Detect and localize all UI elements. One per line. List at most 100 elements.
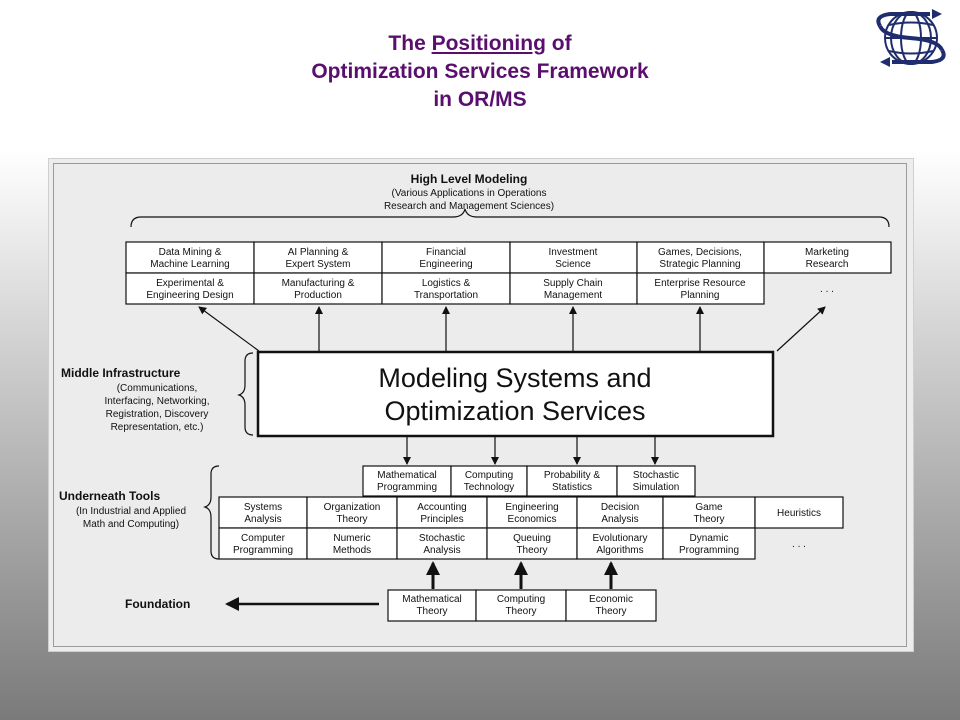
title-line3: in OR/MS: [433, 88, 527, 111]
app-ellipsis: . . .: [820, 284, 834, 295]
app-box: Marketing Research: [763, 241, 892, 274]
tool-line1: Engineering: [505, 502, 558, 513]
tool-box: Decision Analysis: [576, 496, 664, 529]
app-box-line1: Manufacturing &: [282, 278, 355, 289]
tool-line1: Dynamic: [690, 533, 729, 544]
support-box: Mathematical Programming: [362, 465, 452, 497]
middle-heading: Middle Infrastructure: [61, 366, 181, 380]
tool-line2: Analysis: [601, 514, 638, 525]
middle-line: Interfacing, Networking,: [104, 396, 209, 407]
tool-line2: Theory: [336, 514, 367, 525]
middle-line: Registration, Discovery: [106, 409, 209, 420]
tool-line2: Algorithms: [596, 545, 643, 556]
support-line1: Mathematical: [377, 470, 436, 481]
app-box: Enterprise Resource Planning: [636, 272, 765, 305]
core-line2: Optimization Services: [384, 396, 645, 426]
support-line2: Programming: [377, 482, 437, 493]
diagram-canvas: High Level Modeling (Various Application…: [59, 172, 892, 622]
high-level-heading: High Level Modeling: [411, 172, 528, 186]
heuristics-box: Heuristics: [754, 496, 844, 529]
foundation-box: Economic Theory: [565, 589, 657, 622]
app-box: Supply Chain Management: [509, 272, 638, 305]
tools-line: Math and Computing): [83, 519, 179, 530]
tool-box: Accounting Principles: [396, 496, 488, 529]
app-box-line2: Machine Learning: [150, 259, 230, 270]
middle-brace: [237, 352, 254, 436]
app-box-line2: Expert System: [285, 259, 350, 270]
tool-line2: Theory: [516, 545, 547, 556]
foundation-line1: Computing: [497, 594, 545, 605]
app-box-line1: Games, Decisions,: [658, 247, 742, 258]
down-arrows: [403, 437, 659, 465]
slide-title: The Positioning of Optimization Services…: [230, 30, 730, 114]
support-line2: Technology: [464, 482, 515, 493]
tool-line2: Methods: [333, 545, 371, 556]
tool-line1: Decision: [601, 502, 639, 513]
tool-box: Dynamic Programming: [662, 527, 756, 560]
tools-ellipsis: . . .: [792, 539, 806, 550]
tool-box: Evolutionary Algorithms: [576, 527, 664, 560]
globe-logo-icon: [876, 9, 946, 67]
title-line2: Optimization Services Framework: [311, 60, 649, 83]
support-line2: Simulation: [633, 482, 680, 493]
app-box-line1: Experimental &: [156, 278, 224, 289]
core-line1: Modeling Systems and: [378, 363, 651, 393]
tool-line1: Queuing: [513, 533, 551, 544]
app-box-line2: Production: [294, 290, 342, 301]
top-brace: [130, 208, 890, 228]
tool-box: Engineering Economics: [486, 496, 578, 529]
app-box-line1: Investment: [549, 247, 598, 258]
tool-line1: Accounting: [417, 502, 466, 513]
app-box-line2: Research: [806, 259, 849, 270]
app-box: Experimental & Engineering Design: [125, 272, 255, 305]
tool-box: Systems Analysis: [218, 496, 308, 529]
app-box: Investment Science: [509, 241, 638, 274]
foundation-line2: Theory: [416, 606, 447, 617]
foundation-box: Mathematical Theory: [387, 589, 477, 622]
tool-line1: Evolutionary: [592, 533, 647, 544]
tool-line2: Principles: [420, 514, 463, 525]
foundation-row: Mathematical Theory Computing Theory Eco…: [387, 589, 657, 622]
support-box: Stochastic Simulation: [616, 465, 696, 497]
tools-line: (In Industrial and Applied: [76, 506, 186, 517]
app-box-line1: AI Planning &: [288, 247, 349, 258]
tools-row-2: Computer Programming Numeric Methods Sto…: [218, 527, 806, 560]
tool-line1: Numeric: [333, 533, 370, 544]
tool-line2: Programming: [233, 545, 293, 556]
app-box-line2: Science: [555, 259, 591, 270]
foundation-up-arrows: [426, 561, 618, 589]
foundation-line1: Economic: [589, 594, 633, 605]
tool-line2: Economics: [508, 514, 557, 525]
app-box: Games, Decisions, Strategic Planning: [636, 241, 765, 274]
middle-line: Representation, etc.): [111, 422, 204, 433]
support-box: Probability & Statistics: [526, 465, 618, 497]
app-box-line2: Engineering: [419, 259, 472, 270]
application-row-2: Experimental & Engineering Design Manufa…: [125, 272, 834, 305]
app-box-line1: Enterprise Resource: [654, 278, 746, 289]
app-box-line2: Planning: [681, 290, 720, 301]
support-row: Mathematical Programming Computing Techn…: [362, 465, 696, 497]
app-box: Data Mining & Machine Learning: [125, 241, 255, 274]
heuristics-label: Heuristics: [777, 508, 821, 519]
support-box: Computing Technology: [450, 465, 528, 497]
app-box: Financial Engineering: [381, 241, 511, 274]
app-box-line1: Logistics &: [422, 278, 471, 289]
tool-line1: Computer: [241, 533, 286, 544]
app-box-line1: Supply Chain: [543, 278, 602, 289]
foundation-box: Computing Theory: [475, 589, 567, 622]
app-box-line1: Financial: [426, 247, 466, 258]
support-line1: Computing: [465, 470, 513, 481]
app-box-line1: Marketing: [805, 247, 849, 258]
tool-box: Game Theory: [662, 496, 756, 529]
up-arrows: [198, 306, 826, 352]
title-suffix: of: [545, 32, 572, 55]
tool-line2: Programming: [679, 545, 739, 556]
tool-box: Organization Theory: [306, 496, 398, 529]
tools-brace: [203, 465, 220, 560]
app-box: AI Planning & Expert System: [253, 241, 383, 274]
tool-line1: Game: [695, 502, 723, 513]
foundation-line2: Theory: [505, 606, 536, 617]
app-box: Logistics & Transportation: [381, 272, 511, 305]
tools-heading: Underneath Tools: [59, 489, 160, 503]
middle-line: (Communications,: [117, 383, 198, 394]
